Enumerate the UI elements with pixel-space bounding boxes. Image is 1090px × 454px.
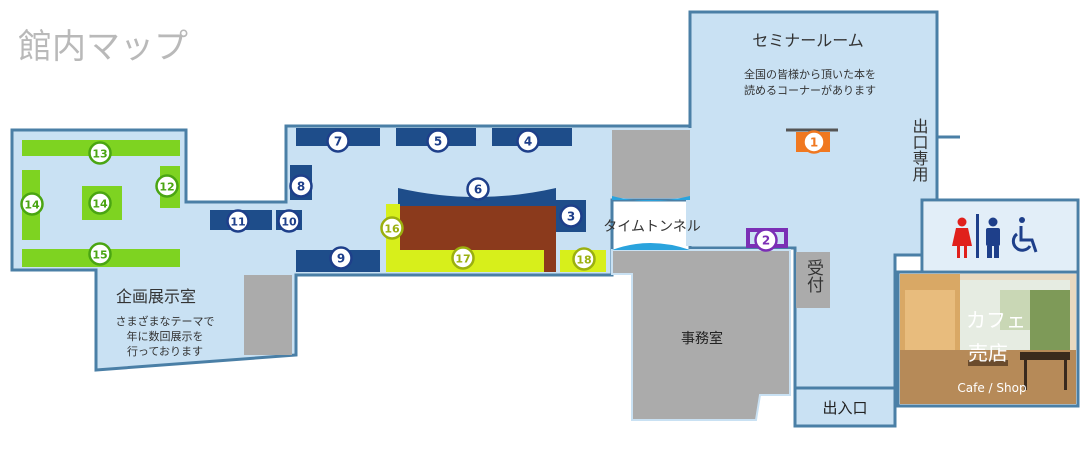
marker-number: 13: [92, 148, 107, 161]
marker-circle: [559, 204, 583, 228]
marker-number: 5: [434, 135, 442, 149]
marker-number: 9: [337, 252, 345, 266]
exhibit-marker-14[interactable]: 14: [88, 191, 112, 215]
female-toilet-icon: [952, 217, 972, 258]
shop-label: 売店: [968, 341, 1008, 365]
male-toilet-icon: [986, 217, 1000, 258]
marker-number: 3: [567, 210, 575, 224]
exhibit-marker-7[interactable]: 7: [326, 129, 350, 153]
marker-number: 12: [159, 181, 174, 194]
exhibition-desc-line1: さまざまなテーマで: [116, 314, 215, 328]
exhibit-marker-14[interactable]: 14: [20, 192, 44, 216]
cafe-label: カフェ: [966, 308, 1026, 332]
marker-number: 6: [474, 183, 482, 197]
reception-desk[interactable]: [796, 252, 830, 308]
marker-circle: [802, 130, 826, 154]
marker-circle: [754, 228, 778, 252]
exhibit-marker-2[interactable]: 2: [754, 228, 778, 252]
exhibit-marker-3[interactable]: 3: [559, 204, 583, 228]
exhibition-desc-line2: 年に数回展示を: [127, 329, 204, 343]
marker-number: 16: [384, 223, 400, 236]
exhibit-marker-17[interactable]: 17: [451, 246, 475, 270]
exhibit-marker-12[interactable]: 12: [155, 174, 179, 198]
marker-circle: [88, 191, 112, 215]
exhibit-marker-15[interactable]: 15: [88, 242, 112, 266]
marker-circle: [326, 129, 350, 153]
entrance-area[interactable]: [793, 386, 897, 428]
marker-number: 10: [281, 216, 297, 229]
marker-circle: [329, 246, 353, 270]
time-tunnel-upper: [612, 196, 690, 201]
marker-circle: [289, 174, 313, 198]
exhibit-marker-4[interactable]: 4: [516, 129, 540, 153]
seminar-desc-line1: 全国の皆様から頂いた本を: [744, 67, 876, 81]
exit-only-label: 出口専用: [910, 118, 929, 183]
entrance-label: 出入口: [822, 399, 867, 417]
exhibit-marker-9[interactable]: 9: [329, 246, 353, 270]
marker-circle: [516, 129, 540, 153]
left-wing-floor: [10, 124, 692, 372]
marker-number: 1: [810, 136, 818, 150]
exhibition-room-label: 企画展示室: [116, 287, 196, 306]
marker-circle: [380, 216, 404, 240]
marker-number: 17: [455, 253, 470, 266]
cafe-subtitle: Cafe / Shop: [957, 381, 1026, 395]
cafe-photo: [900, 274, 1076, 404]
floor-plan: [10, 10, 1080, 428]
marker-circle: [572, 247, 596, 271]
page-title: 館内マップ: [18, 27, 188, 67]
exhibit-marker-18[interactable]: 18: [572, 247, 596, 271]
marker-circle: [277, 209, 301, 233]
marker-circle: [88, 141, 112, 165]
office-room[interactable]: [611, 249, 791, 421]
marker-number: 8: [297, 180, 305, 194]
exhibit-marker-1[interactable]: 1: [802, 130, 826, 154]
marker-circle: [88, 242, 112, 266]
marker-circle: [466, 177, 490, 201]
time-tunnel-lower: [612, 243, 690, 250]
marker-circle: [426, 129, 450, 153]
marker-circle: [20, 192, 44, 216]
marker-number: 4: [524, 135, 532, 149]
storage-block: [612, 130, 690, 198]
reception-label: 受付: [803, 259, 824, 294]
marker-circle: [226, 209, 250, 233]
wheelchair-icon: [1011, 217, 1038, 253]
marker-number: 14: [24, 199, 40, 212]
exhibit-marker-8[interactable]: 8: [289, 174, 313, 198]
marker-number: 11: [230, 216, 245, 229]
marker-number: 7: [334, 135, 342, 149]
time-tunnel-label: タイムトンネル: [603, 219, 700, 235]
marker-circle: [451, 246, 475, 270]
exhibit-marker-11[interactable]: 11: [226, 209, 250, 233]
marker-number: 18: [576, 254, 591, 267]
marker-circle: [155, 174, 179, 198]
exhibit-marker-13[interactable]: 13: [88, 141, 112, 165]
exhibition-desc-line3: 行っております: [127, 345, 203, 358]
marker-number: 15: [92, 249, 107, 262]
marker-number: 2: [762, 234, 770, 248]
seminar-room-label: セミナールーム: [752, 31, 864, 50]
exhibit-marker-10[interactable]: 10: [277, 209, 301, 233]
exhibit-marker-6[interactable]: 6: [466, 177, 490, 201]
small-gray-block: [244, 275, 292, 355]
exhibit-marker-5[interactable]: 5: [426, 129, 450, 153]
office-label: 事務室: [681, 330, 723, 347]
exhibit-marker-16[interactable]: 16: [380, 216, 404, 240]
marker-number: 14: [92, 198, 108, 211]
seminar-desc-line2: 読めるコーナーがあります: [744, 83, 876, 97]
